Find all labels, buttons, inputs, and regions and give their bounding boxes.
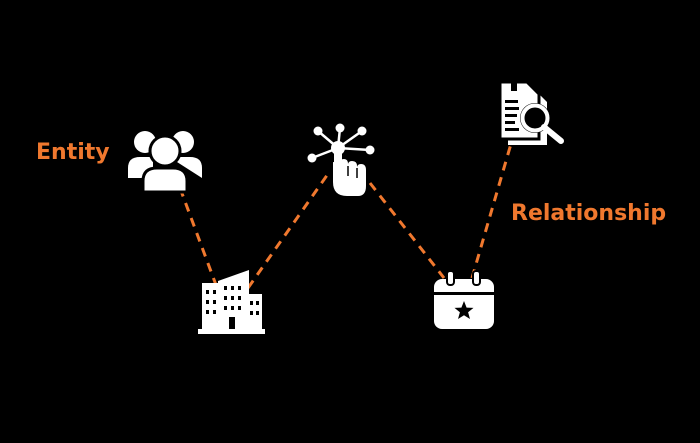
calendar-star-icon bbox=[434, 270, 494, 329]
connector-building-network bbox=[246, 170, 332, 289]
people-group-icon bbox=[128, 131, 202, 194]
connector-people-building bbox=[178, 187, 218, 286]
connector-lines bbox=[178, 129, 517, 289]
connector-calendar-document bbox=[470, 129, 517, 279]
connector-network-calendar bbox=[368, 182, 446, 279]
relationship-label: Relationship bbox=[511, 201, 667, 226]
entity-label: Entity bbox=[36, 140, 110, 165]
office-building-icon bbox=[198, 270, 265, 334]
hand-network-icon bbox=[307, 123, 375, 196]
document-search-icon bbox=[498, 80, 564, 145]
